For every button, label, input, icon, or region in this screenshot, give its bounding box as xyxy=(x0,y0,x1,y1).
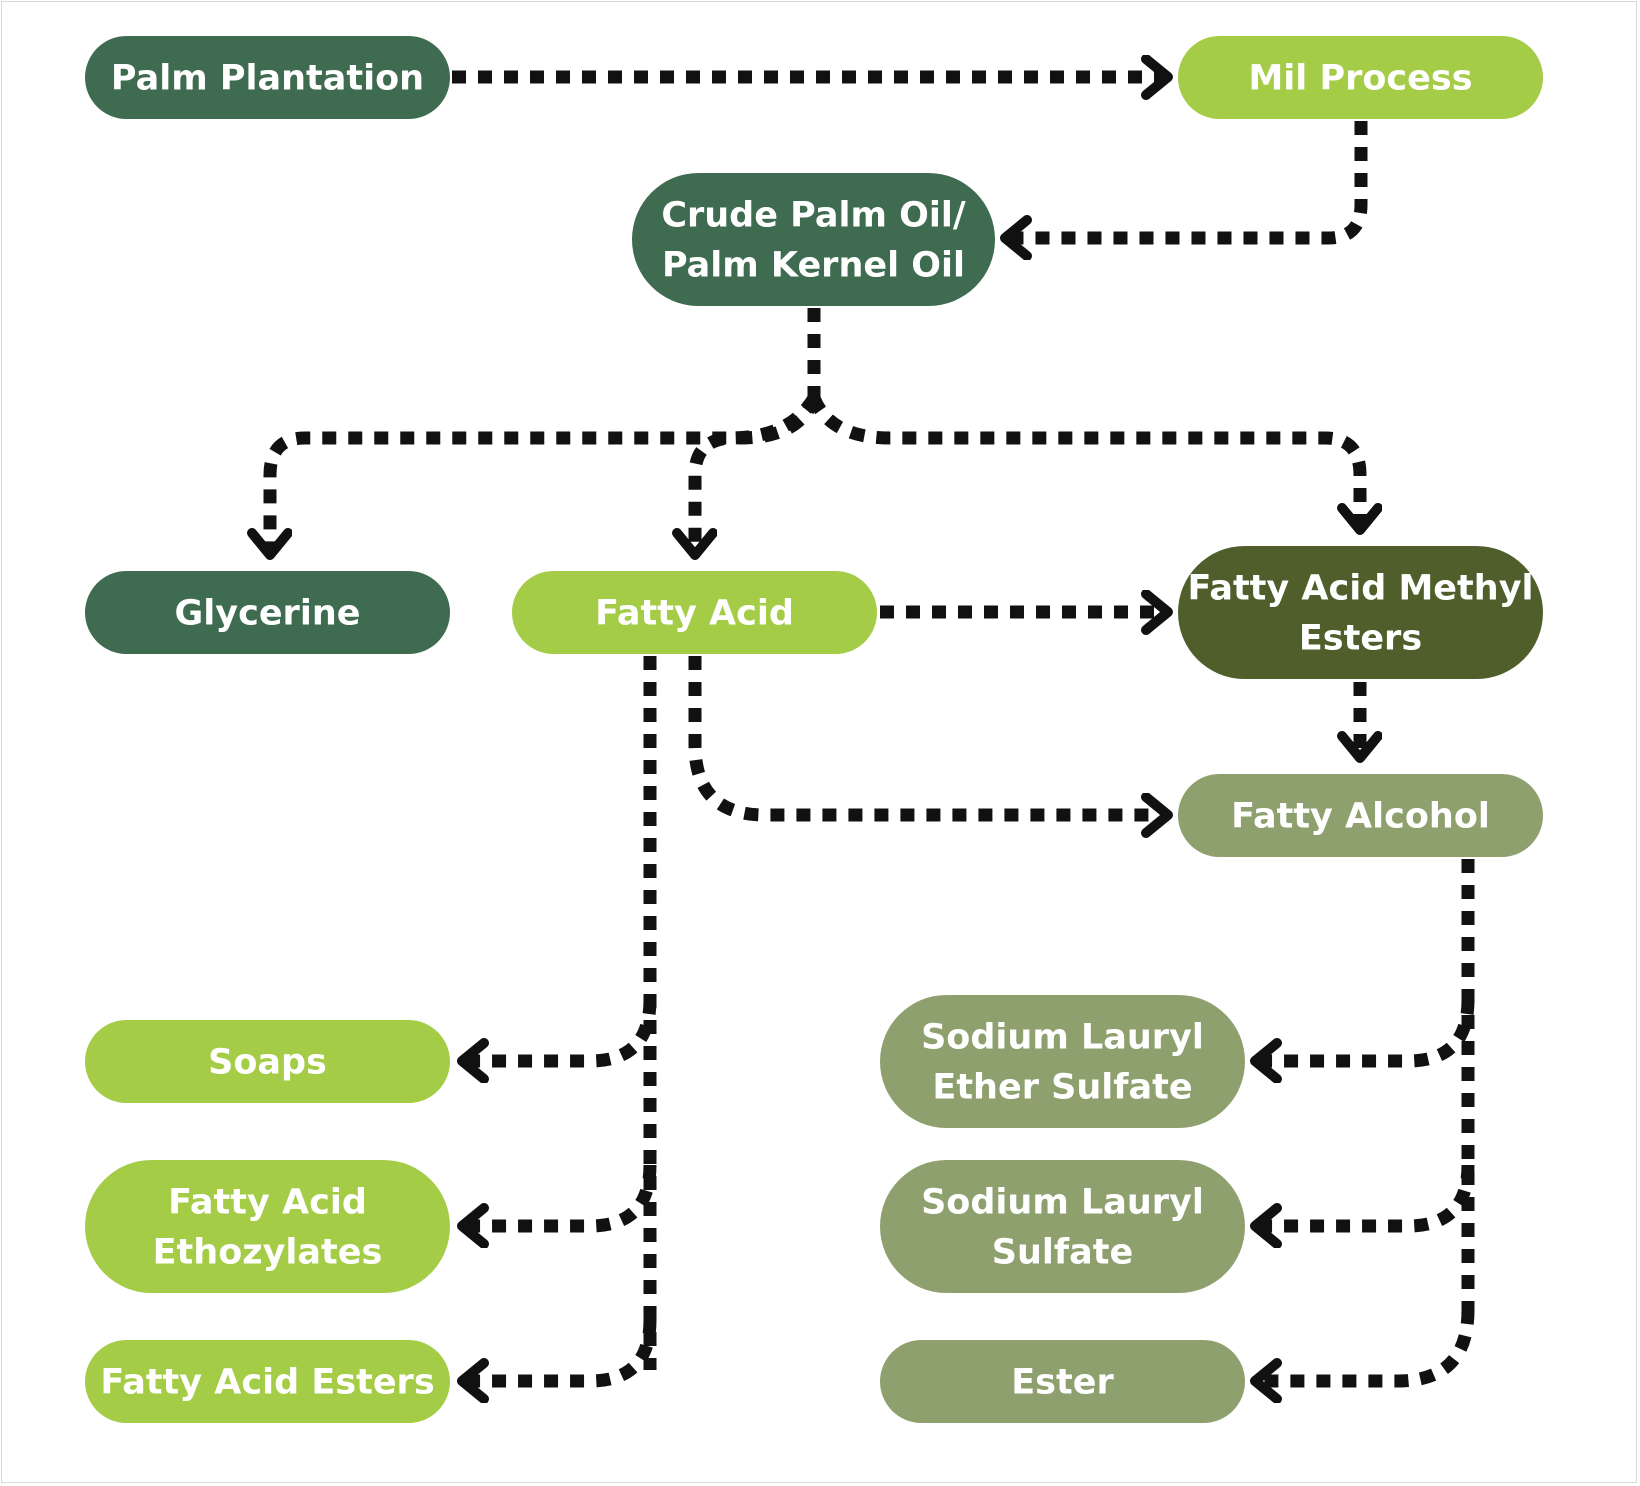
connector-arrows xyxy=(270,77,1475,1381)
node-box xyxy=(880,1340,1245,1423)
node-ester: Ester xyxy=(880,1340,1245,1423)
node-label: Esters xyxy=(1299,619,1422,659)
node-label: Sulfate xyxy=(992,1233,1133,1273)
node-box xyxy=(1178,36,1543,119)
node-label: Ethozylates xyxy=(153,1233,383,1273)
node-soaps: Soaps xyxy=(85,1020,450,1103)
node-label: Fatty Acid Esters xyxy=(100,1363,434,1403)
node-label: Fatty Acid xyxy=(168,1183,367,1223)
arrow-crude-to-methyl-esters xyxy=(807,395,1360,530)
node-label: Fatty Alcohol xyxy=(1231,797,1490,837)
node-box xyxy=(512,571,877,654)
node-box xyxy=(632,173,995,306)
node-box xyxy=(85,1340,450,1423)
node-label: Ether Sulfate xyxy=(932,1068,1192,1108)
node-label: Palm Plantation xyxy=(111,59,424,99)
node-crude-palm-oil: Crude Palm Oil/Palm Kernel Oil xyxy=(632,173,995,306)
node-label: Glycerine xyxy=(175,594,361,634)
node-label: Crude Palm Oil/ xyxy=(661,196,966,236)
node-label: Sodium Lauryl xyxy=(921,1183,1204,1223)
node-box xyxy=(85,36,450,119)
node-label: Ester xyxy=(1011,1363,1114,1403)
arrow-crude-to-glycerine xyxy=(270,395,821,555)
node-label: Sodium Lauryl xyxy=(921,1018,1204,1058)
arrow-fatty-alcohol-to-ester xyxy=(1255,1309,1475,1381)
node-box xyxy=(85,1020,450,1103)
arrow-fatty-alcohol-to-slesulfate xyxy=(1255,999,1475,1061)
node-box xyxy=(1178,774,1543,857)
arrow-fatty-acid-to-ethozylates xyxy=(462,1164,657,1226)
arrow-fatty-acid-to-soaps xyxy=(462,999,657,1061)
node-label: Mil Process xyxy=(1248,59,1472,99)
arrow-mil-to-crude xyxy=(1005,121,1368,238)
node-glycerine: Glycerine xyxy=(85,571,450,654)
node-box xyxy=(880,1160,1245,1293)
arrow-fatty-acid-to-fatty-alcohol xyxy=(688,656,1168,815)
node-label: Palm Kernel Oil xyxy=(662,246,965,286)
node-fatty-acid: Fatty Acid xyxy=(512,571,877,654)
arrow-fatty-acid-to-esters xyxy=(462,1319,657,1381)
node-fatty-alcohol: Fatty Alcohol xyxy=(1178,774,1543,857)
node-box xyxy=(880,995,1245,1128)
node-label: Soaps xyxy=(208,1043,327,1083)
node-box xyxy=(1178,546,1543,679)
node-mil-process: Mil Process xyxy=(1178,36,1543,119)
arrow-fatty-alcohol-to-slsulfate xyxy=(1255,1164,1475,1226)
node-fatty-acid-esters: Fatty Acid Esters xyxy=(85,1340,450,1423)
node-label: Fatty Acid Methyl xyxy=(1187,569,1533,609)
node-box xyxy=(85,571,450,654)
arrow-crude-to-fatty-acid xyxy=(695,394,820,555)
node-palm-plantation: Palm Plantation xyxy=(85,36,450,119)
node-box xyxy=(85,1160,450,1293)
node-label: Fatty Acid xyxy=(595,594,794,634)
